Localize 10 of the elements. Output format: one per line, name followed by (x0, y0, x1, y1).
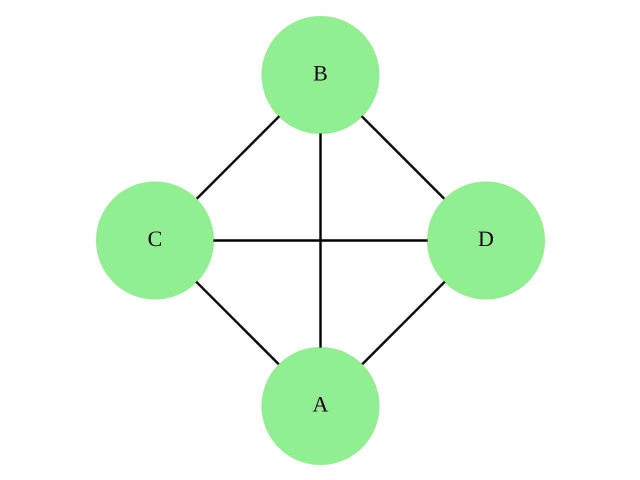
node-circle: B (261, 16, 379, 134)
node-circle: D (426, 181, 544, 299)
connector (360, 280, 446, 365)
node-circle: A (261, 346, 379, 464)
connector (195, 114, 280, 200)
connector (360, 114, 445, 200)
connector (194, 280, 280, 365)
node-circle: C (96, 181, 214, 299)
connector (212, 238, 428, 242)
connector (318, 132, 322, 348)
